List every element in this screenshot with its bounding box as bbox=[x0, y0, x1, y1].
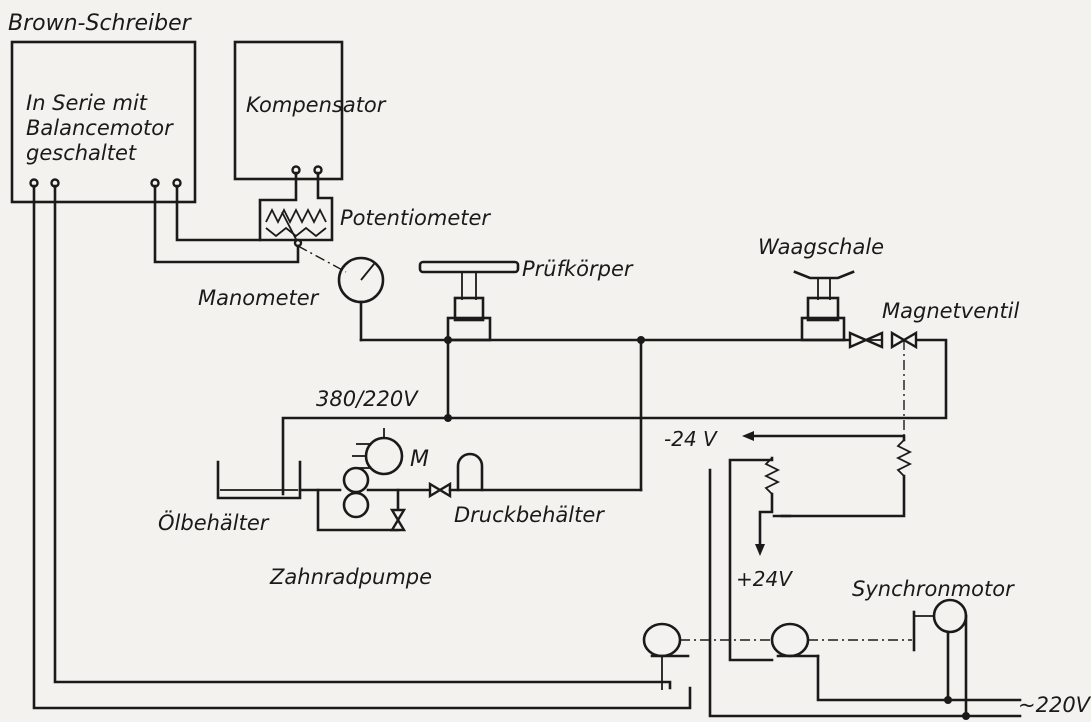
potentiometer bbox=[258, 171, 334, 248]
label-synchronmotor: Synchronmotor bbox=[852, 577, 1015, 601]
label-magnetventil: Magnetventil bbox=[882, 299, 1020, 323]
check-valve bbox=[428, 481, 452, 499]
drum-left bbox=[642, 622, 690, 690]
label-in-serie-2: Balancemotor bbox=[26, 116, 174, 140]
mains-line-2 bbox=[708, 468, 1022, 718]
label-kompensator: Kompensator bbox=[246, 93, 387, 117]
label-druckbehaelter: Druckbehälter bbox=[454, 503, 605, 527]
magnetventil-valves bbox=[848, 330, 918, 440]
link-pot-manometer bbox=[297, 245, 347, 273]
synchronmotor bbox=[912, 598, 968, 718]
pruefkoerper-test-body bbox=[418, 260, 520, 342]
label-in-serie-1: In Serie mit bbox=[26, 91, 148, 115]
drum-right bbox=[770, 622, 950, 702]
label-minus24v: -24 V bbox=[664, 427, 718, 451]
label-brown-schreiber: Brown-Schreiber bbox=[8, 11, 193, 36]
label-mains-220v: ~220V bbox=[1018, 693, 1091, 717]
label-pruefkoerper: Prüfkörper bbox=[522, 257, 634, 281]
wire-recorder-pot-1 bbox=[175, 184, 262, 242]
label-potentiometer: Potentiometer bbox=[340, 206, 491, 230]
manometer-gauge bbox=[337, 256, 385, 342]
oelbehaelter-oil-tank bbox=[216, 460, 302, 500]
label-waagschale: Waagschale bbox=[758, 235, 884, 259]
zahnradpumpe-gear-pump bbox=[298, 466, 432, 532]
main-line-right bbox=[281, 338, 948, 492]
druckbehaelter-pressure-tank bbox=[456, 452, 484, 492]
motor-m bbox=[352, 428, 404, 476]
label-manometer: Manometer bbox=[198, 286, 320, 310]
label-zahnradpumpe: Zahnradpumpe bbox=[269, 565, 432, 589]
magnet-coil bbox=[742, 431, 913, 518]
wire-recorder-left-2 bbox=[53, 184, 672, 690]
waagschale-scale-pan bbox=[793, 270, 855, 342]
label-oelbehaelter: Ölbehälter bbox=[158, 510, 270, 535]
label-plus24v: +24V bbox=[736, 567, 793, 591]
label-in-serie-3: geschaltet bbox=[26, 141, 137, 165]
relay-contact bbox=[728, 456, 792, 662]
wire-recorder-left-1 bbox=[32, 184, 692, 710]
wire-recorder-pot-2 bbox=[153, 184, 300, 264]
label-voltage-380: 380/220V bbox=[316, 387, 419, 411]
label-motor-m: M bbox=[410, 447, 429, 472]
